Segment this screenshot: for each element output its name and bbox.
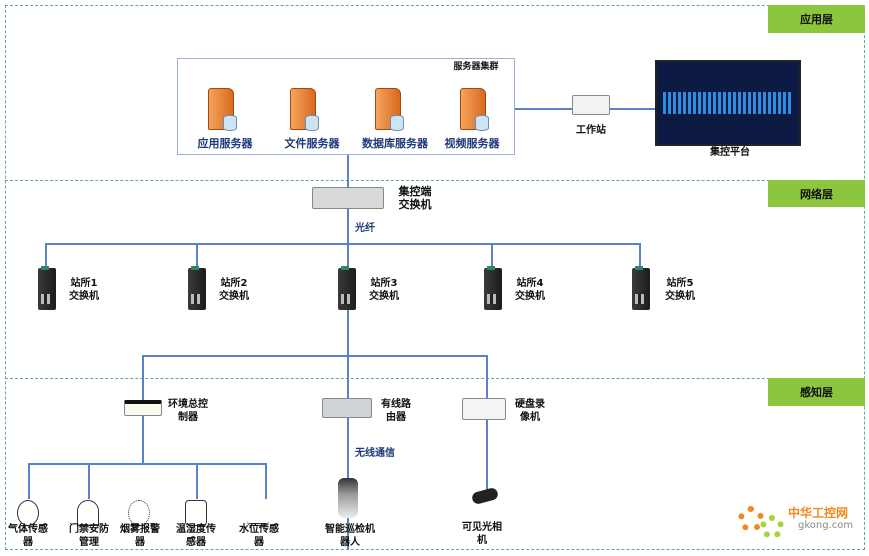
layer-perception: 感知层 (768, 378, 865, 406)
station-type: 交换机 (69, 291, 99, 302)
link-line (142, 415, 144, 463)
link-line (45, 243, 640, 245)
station-label: 站所3 交换机 (362, 277, 406, 303)
station-label: 站所4 交换机 (508, 277, 552, 303)
station-switch-icon (632, 266, 650, 310)
layer-application: 应用层 (768, 5, 865, 33)
station-switch-icon (338, 266, 356, 310)
station-switch-icon (38, 266, 56, 310)
server-icon (375, 88, 404, 131)
core-switch-icon (312, 187, 384, 209)
env-controller-icon (124, 400, 162, 416)
sensor-label: 温湿度传感器 (176, 524, 216, 548)
layer-divider (5, 180, 865, 181)
station-type: 交换机 (219, 291, 249, 302)
robot-label: 智能巡检机器人 (325, 524, 375, 548)
server-label: 视频服务器 (444, 137, 500, 150)
link-line (265, 463, 267, 499)
nvr-icon (462, 398, 506, 420)
link-line (142, 355, 144, 400)
station-switch-icon (484, 266, 502, 310)
station-name: 站所1 (70, 278, 98, 289)
access-control-icon (77, 500, 99, 526)
env-controller-label: 环境总控制器 (168, 399, 208, 423)
watermark-url: gkong.com (798, 520, 854, 531)
server-cluster-label: 服务器集群 (453, 62, 499, 72)
gas-sensor-icon (17, 500, 39, 526)
robot-icon (338, 478, 358, 518)
temp-humidity-icon (185, 500, 207, 526)
station-label: 站所5 交换机 (658, 277, 702, 303)
platform-label: 集控平台 (710, 147, 750, 158)
water-level-icon (247, 500, 269, 526)
link-line (196, 243, 198, 268)
link-line (347, 155, 349, 550)
core-switch-label: 集控端交换机 (398, 185, 432, 211)
server-label: 数据库服务器 (362, 137, 428, 150)
link-line (491, 243, 493, 268)
station-name: 站所5 (666, 278, 694, 289)
server-label: 文件服务器 (284, 137, 340, 150)
router-icon (322, 398, 372, 418)
sensor-label: 气体传感器 (8, 524, 48, 548)
link-line (486, 355, 488, 400)
watermark-cn: 中华工控网 (788, 506, 849, 520)
station-name: 站所3 (370, 278, 398, 289)
link-line (196, 463, 198, 499)
link-line (639, 243, 641, 268)
workstation-icon (572, 95, 610, 115)
gear-logo-icon (738, 506, 764, 532)
platform-screen-icon (655, 60, 801, 146)
gear-logo-icon (760, 515, 784, 539)
station-type: 交换机 (665, 291, 695, 302)
link-line (28, 463, 266, 465)
link-line (142, 355, 487, 357)
link-line (486, 420, 488, 490)
smoke-alarm-icon (128, 500, 150, 526)
router-label: 有线路由器 (381, 399, 411, 423)
station-label: 站所1 交换机 (62, 277, 106, 303)
server-cluster-box (177, 58, 515, 155)
sensor-label: 水位传感器 (239, 524, 279, 548)
link-line (88, 463, 90, 499)
server-icon (208, 88, 237, 131)
camera-label: 可见光相机 (462, 522, 502, 546)
link-line (28, 463, 30, 499)
layer-network: 网络层 (768, 180, 865, 207)
workstation-label: 工作站 (576, 125, 606, 136)
wireless-label: 无线通信 (355, 448, 395, 459)
server-label: 应用服务器 (197, 137, 253, 150)
server-icon (460, 88, 489, 131)
station-type: 交换机 (369, 291, 399, 302)
station-type: 交换机 (515, 291, 545, 302)
station-name: 站所4 (516, 278, 544, 289)
station-switch-icon (188, 266, 206, 310)
sensor-label: 烟雾报警器 (120, 524, 160, 548)
layer-divider (5, 378, 865, 379)
fiber-label: 光纤 (355, 223, 375, 234)
outer-frame (5, 5, 865, 550)
sensor-label: 门禁安防管理 (69, 524, 109, 548)
server-icon (290, 88, 319, 131)
link-line (45, 243, 47, 268)
station-label: 站所2 交换机 (212, 277, 256, 303)
station-name: 站所2 (220, 278, 248, 289)
nvr-label: 硬盘录像机 (515, 399, 545, 423)
